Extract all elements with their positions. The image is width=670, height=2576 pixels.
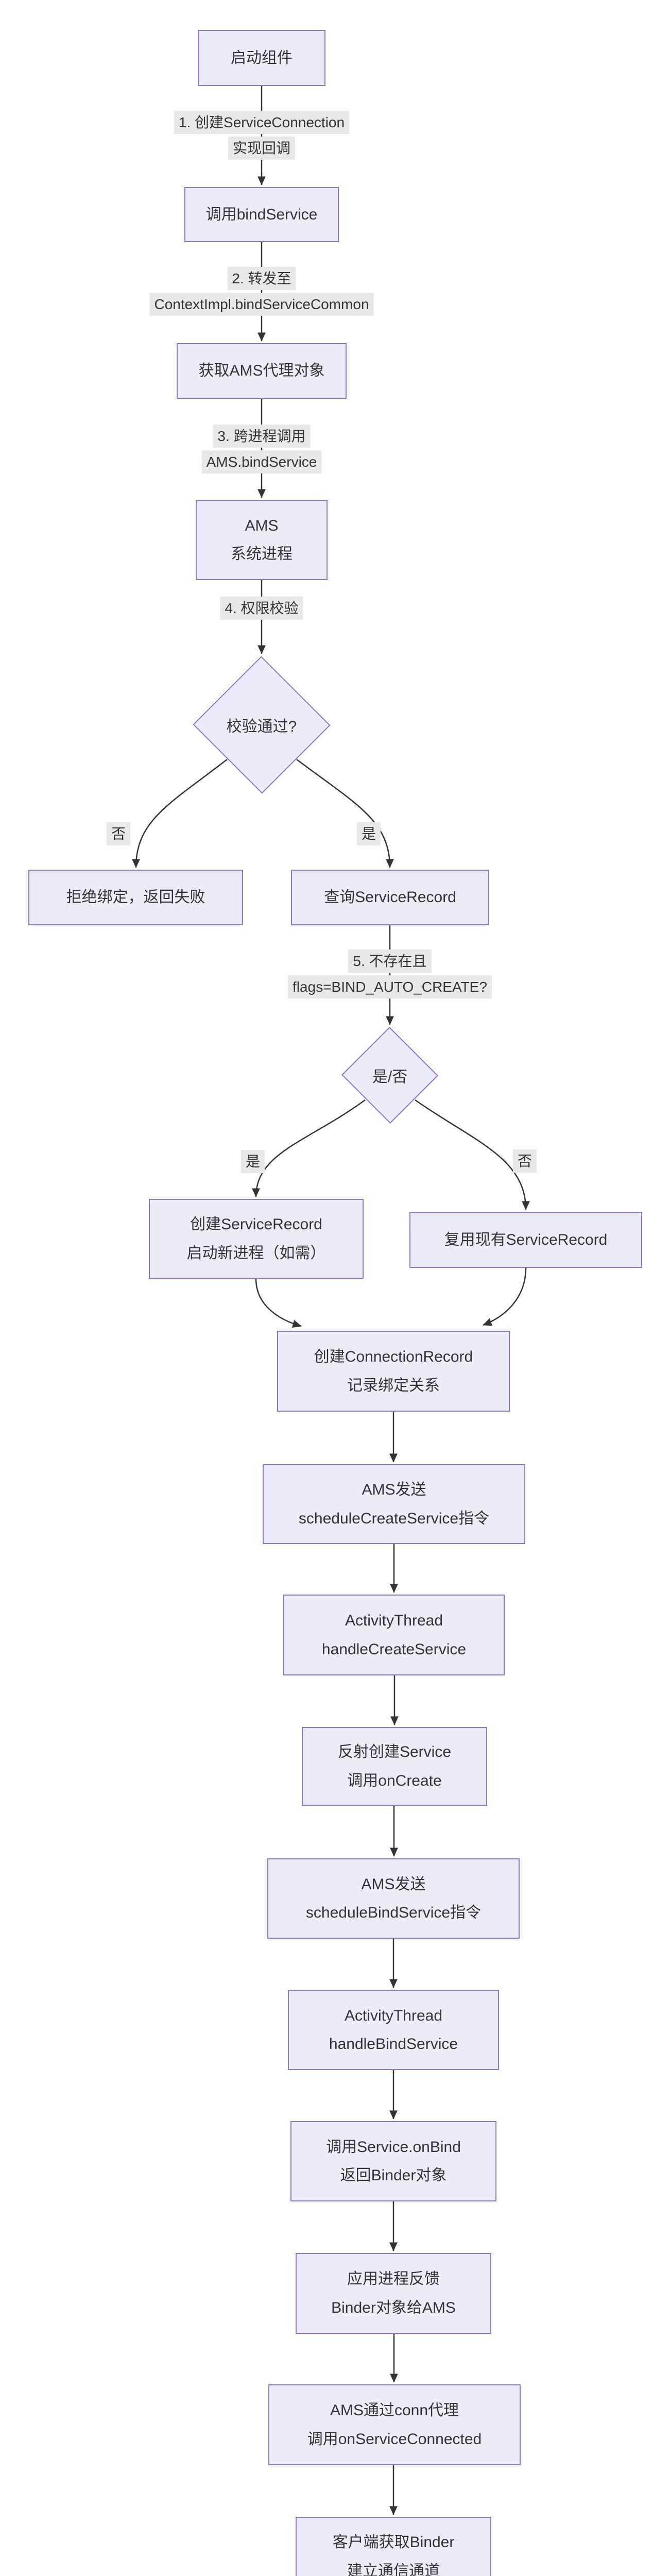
edge-label-step4: 4. 权限校验	[220, 597, 303, 620]
node-label: 查询ServiceRecord	[324, 889, 456, 906]
node-label: 是/否	[372, 1069, 408, 1086]
flow-node-reflect-create-service: 反射创建Service 调用onCreate	[302, 1727, 487, 1806]
node-label: 建立通信通道	[347, 2562, 440, 2576]
node-label: 启动组件	[231, 49, 293, 66]
edge-label-step2: 2. 转发至 ContextImpl.bindServiceCommon	[149, 267, 374, 316]
edge-label-step5: 5. 不存在且 flags=BIND_AUTO_CREATE?	[288, 950, 492, 999]
flow-node-ams-system-process: AMS 系统进程	[196, 500, 328, 580]
edge-label-yes-branch1: 是	[356, 822, 381, 846]
flow-node-send-schedulecreateservice: AMS发送 scheduleCreateService指令	[263, 1464, 525, 1544]
node-label: 获取AMS代理对象	[198, 362, 325, 380]
node-label: AMS发送	[361, 1875, 426, 1893]
node-label: 应用进程反馈	[347, 2270, 440, 2287]
edge-label-no-branch2: 否	[512, 1149, 537, 1173]
edge-label-yes-branch2: 是	[240, 1150, 265, 1174]
node-label: ActivityThread	[345, 1612, 443, 1629]
node-label: AMS通过conn代理	[330, 2402, 459, 2419]
node-label: 记录绑定关系	[347, 1377, 440, 1394]
flow-node-send-schedulebindservice: AMS发送 scheduleBindService指令	[267, 1858, 520, 1939]
node-label: 复用现有ServiceRecord	[444, 1231, 608, 1248]
edge-exists-createrecord	[252, 1099, 366, 1197]
node-label: 创建ConnectionRecord	[314, 1348, 473, 1365]
flow-node-create-connectionrecord: 创建ConnectionRecord 记录绑定关系	[277, 1331, 510, 1412]
node-label: scheduleCreateService指令	[298, 1510, 490, 1527]
flow-node-reuse-servicerecord: 复用现有ServiceRecord	[409, 1212, 642, 1268]
edge-reuserecord-connrecord	[483, 1267, 527, 1326]
node-label: 调用onCreate	[347, 1772, 442, 1789]
flow-node-service-onbind: 调用Service.onBind 返回Binder对象	[290, 2121, 496, 2201]
flow-node-handlebindservice: ActivityThread handleBindService	[288, 1990, 499, 2070]
node-label: AMS	[245, 517, 279, 534]
node-label: scheduleBindService指令	[305, 1904, 482, 1921]
node-label: 系统进程	[231, 546, 293, 563]
edge-label-step3: 3. 跨进程调用 AMS.bindService	[201, 425, 322, 474]
flow-node-reject-binding: 拒绝绑定，返回失败	[28, 870, 243, 925]
flow-node-query-servicerecord: 查询ServiceRecord	[291, 870, 489, 925]
flow-node-feedback-binder-to-ams: 应用进程反馈 Binder对象给AMS	[296, 2253, 491, 2334]
flow-node-call-bindservice: 调用bindService	[184, 187, 339, 242]
node-label: 调用Service.onBind	[326, 2138, 461, 2156]
node-label: handleCreateService	[321, 1640, 467, 1658]
flow-node-handlecreateservice: ActivityThread handleCreateService	[283, 1595, 505, 1675]
edge-createrecord-connrecord	[255, 1278, 302, 1328]
flow-node-get-ams-proxy: 获取AMS代理对象	[177, 343, 347, 399]
edge-exists-reuserecord	[415, 1099, 530, 1210]
node-label: 校验通过?	[226, 718, 297, 735]
node-label: Binder对象给AMS	[331, 2299, 456, 2316]
node-label: handleBindService	[329, 2036, 458, 2053]
flow-node-start: 启动组件	[198, 30, 325, 86]
edge-label-step1: 1. 创建ServiceConnection 实现回调	[174, 111, 350, 160]
flow-decision-yes-no: 是/否	[341, 1026, 439, 1124]
node-label: 调用bindService	[205, 206, 318, 223]
flow-decision-check-passed: 校验通过?	[192, 656, 331, 794]
flow-node-onserviceconnected: AMS通过conn代理 调用onServiceConnected	[268, 2384, 521, 2465]
node-label: 拒绝绑定，返回失败	[66, 889, 205, 906]
edge-label-no-branch1: 否	[106, 822, 131, 846]
node-label: AMS发送	[362, 1481, 426, 1498]
edge-check-query	[296, 759, 394, 868]
node-label: 创建ServiceRecord	[190, 1216, 322, 1233]
node-label: 反射创建Service	[337, 1743, 452, 1760]
node-label: 返回Binder对象	[340, 2167, 447, 2184]
node-label: 调用onServiceConnected	[307, 2430, 482, 2448]
node-label: 启动新进程（如需）	[186, 1244, 326, 1262]
flow-node-client-gets-binder: 客户端获取Binder 建立通信通道	[296, 2517, 491, 2576]
edge-check-reject	[132, 759, 228, 868]
node-label: ActivityThread	[344, 2007, 443, 2024]
node-label: 客户端获取Binder	[332, 2534, 455, 2551]
flow-node-create-servicerecord: 创建ServiceRecord 启动新进程（如需）	[149, 1199, 364, 1279]
